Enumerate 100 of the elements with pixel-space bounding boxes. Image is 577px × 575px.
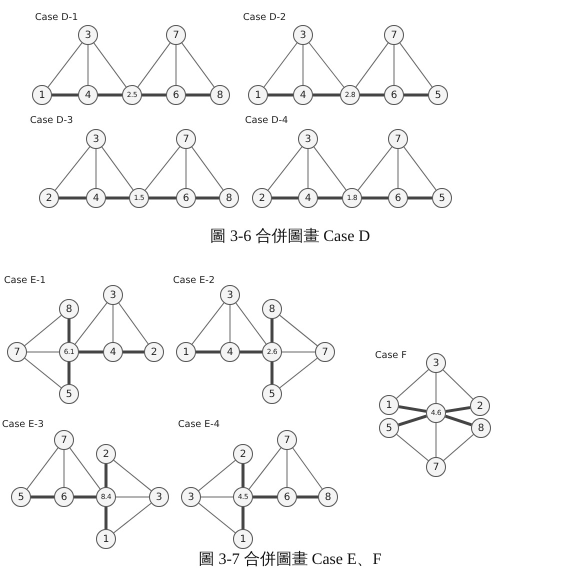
- graph-edge: [118, 302, 149, 344]
- graph-edge: [355, 42, 389, 88]
- graph-edge: [93, 42, 127, 88]
- vertex-circle: 6: [277, 487, 297, 507]
- graph-edge: [268, 94, 293, 96]
- graph-edge: [264, 42, 298, 88]
- graph-edge: [142, 94, 166, 96]
- graph-edge: [186, 94, 210, 96]
- graph-edge: [101, 146, 134, 190]
- vertex-circle: 5: [432, 188, 452, 208]
- vertex-circle: 8: [219, 188, 239, 208]
- vertex-circle: 6: [176, 188, 196, 208]
- vertex-circle: 3: [86, 129, 106, 149]
- graph-edge: [362, 196, 388, 200]
- vertex-circle: 7: [166, 25, 186, 45]
- vertex-circle: 8: [471, 418, 491, 438]
- graph-edge: [104, 464, 108, 487]
- graph-edge: [48, 42, 82, 88]
- graph-edge: [74, 302, 108, 345]
- vertex-circle: 5: [262, 384, 282, 404]
- vertex-circle: 1: [379, 395, 399, 415]
- vertex-circle: 7: [315, 342, 335, 362]
- vertex-circle: 5: [428, 85, 448, 105]
- graph-edge: [198, 460, 236, 492]
- graph-edge: [31, 496, 54, 498]
- graph-edge: [443, 434, 474, 461]
- graph-edge: [446, 406, 470, 413]
- case-heading: Case D-2: [243, 12, 286, 23]
- graph-edge: [270, 362, 274, 384]
- graph-edge: [68, 362, 70, 384]
- graph-edge: [24, 358, 62, 388]
- graph-edge: [242, 464, 244, 487]
- graph-edge: [52, 94, 78, 96]
- graph-edge: [292, 448, 323, 490]
- graph-edge: [24, 314, 62, 346]
- graph-edge: [200, 496, 234, 498]
- vertex-circle: 3: [293, 25, 313, 45]
- figure-caption: 圖 3-6 合併圖畫 Case D: [210, 226, 370, 247]
- case-heading: Case D-3: [30, 115, 74, 126]
- graph-edge: [313, 94, 340, 96]
- graph-edge: [79, 350, 103, 354]
- vertex-circle: 1: [96, 529, 116, 549]
- graph-edge: [286, 450, 288, 488]
- graph-edge: [308, 42, 344, 88]
- graph-edge: [144, 146, 180, 191]
- graph-edge: [59, 196, 86, 200]
- graph-edge: [192, 302, 224, 345]
- vertex-circle: 3: [220, 285, 240, 305]
- graph-edge: [358, 146, 392, 191]
- graph-edge: [69, 448, 101, 490]
- vertex-circle: 4: [220, 342, 240, 362]
- vertex-circle: 2: [96, 444, 116, 464]
- graph-edge: [297, 496, 318, 498]
- graph-edge: [279, 314, 318, 346]
- graph-edge: [123, 350, 144, 354]
- vertex-circle: 2: [470, 396, 490, 416]
- graph-edge: [104, 507, 108, 529]
- vertex-circle: 5: [11, 487, 31, 507]
- vertex-circle: 5: [379, 418, 399, 438]
- vertex-circle: 8: [318, 487, 338, 507]
- graph-edge: [268, 146, 302, 191]
- vertex-circle: 5: [59, 384, 79, 404]
- graph-edge: [198, 502, 236, 534]
- case-heading: Case E-4: [178, 419, 220, 430]
- graph-edge: [404, 94, 428, 96]
- graph-edge: [74, 496, 96, 498]
- graph-edge: [196, 196, 219, 200]
- graph-edge: [113, 502, 152, 534]
- case-heading: Case E-3: [2, 419, 44, 430]
- graph-edge: [191, 146, 224, 190]
- vertex-circle: 7: [277, 430, 297, 450]
- graph-edge: [302, 44, 304, 86]
- graph-edge: [106, 196, 129, 200]
- graph-edge: [112, 304, 114, 342]
- figure-caption: 圖 3-7 合併圖畫 Case E、F: [198, 550, 382, 570]
- case-heading: Case F: [375, 350, 407, 361]
- vertex-circle: 2: [144, 342, 164, 362]
- graph-edge: [68, 319, 70, 342]
- case-heading: Case D-1: [35, 12, 78, 23]
- vertex-circle: 7: [176, 129, 196, 149]
- vertex-circle: 2: [233, 444, 253, 464]
- vertex-circle: 6: [54, 487, 74, 507]
- graph-edge: [253, 496, 277, 498]
- vertex-circle: 7: [384, 25, 404, 45]
- vertex-circle: 2: [39, 188, 59, 208]
- graph-edge: [442, 370, 474, 400]
- vertex-circle: 3: [426, 353, 446, 373]
- vertex-circle: 3: [298, 129, 318, 149]
- vertex-circle: 7: [54, 430, 74, 450]
- case-heading: Case E-2: [173, 275, 215, 286]
- graph-edge: [360, 94, 384, 96]
- vertex-circle: 6: [384, 85, 404, 105]
- vertex-circle: 6: [166, 85, 186, 105]
- vertex-circle: 8: [210, 85, 230, 105]
- graph-edge: [408, 196, 432, 200]
- vertex-circle: 6: [388, 188, 408, 208]
- vertex-circle: 3: [181, 487, 201, 507]
- vertex-circle: 1: [176, 342, 196, 362]
- vertex-circle: 1: [233, 529, 253, 549]
- vertex-circle: 4: [103, 342, 123, 362]
